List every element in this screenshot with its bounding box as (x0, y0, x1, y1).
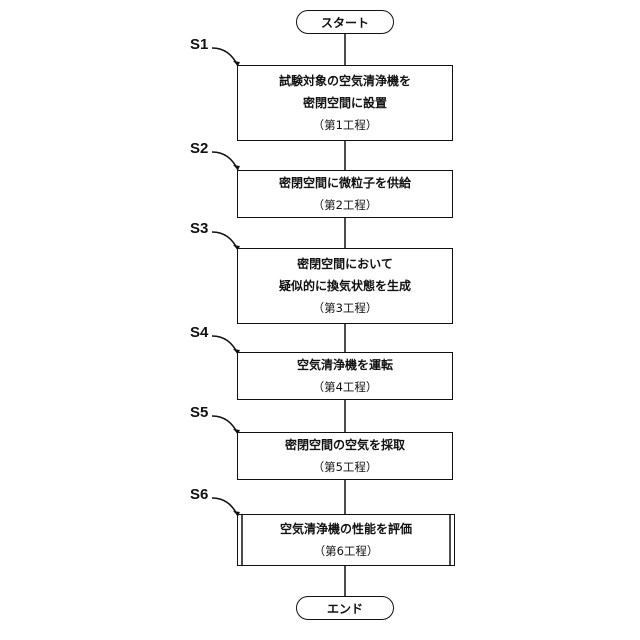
step-s2-line-1: 密閉空間に微粒子を供給 (279, 172, 411, 194)
step-box-s4: 空気清浄機を運転 （第4工程） (237, 352, 453, 400)
step-s2-process-number: （第2工程） (313, 194, 378, 216)
step-s4-process-number: （第4工程） (313, 376, 378, 398)
step-s6-process-number: （第6工程） (314, 540, 379, 562)
step-label-s6: S6 (190, 486, 208, 503)
step-box-s5: 密閉空間の空気を採取 （第5工程） (237, 432, 453, 480)
step-s1-line-2: 密閉空間に設置 (303, 92, 387, 114)
step-s3-line-2: 疑似的に換気状態を生成 (279, 275, 411, 297)
step-s1-process-number: （第1工程） (313, 114, 378, 136)
step-box-s6: 空気清浄機の性能を評価 （第6工程） (237, 514, 455, 566)
step-s3-line-1: 密閉空間において (297, 253, 393, 275)
step-box-s1: 試験対象の空気清浄機を 密閉空間に設置 （第1工程） (237, 65, 453, 141)
step-s1-line-1: 試験対象の空気清浄機を (279, 70, 411, 92)
end-label: エンド (327, 600, 363, 617)
step-s4-line-1: 空気清浄機を運転 (297, 354, 393, 376)
step-box-s3: 密閉空間において 疑似的に換気状態を生成 （第3工程） (237, 248, 453, 324)
start-label: スタート (321, 14, 369, 31)
start-terminal: スタート (296, 10, 394, 34)
step-label-s1: S1 (190, 36, 208, 53)
step-label-s3: S3 (190, 220, 208, 237)
step-s5-line-1: 密閉空間の空気を採取 (285, 434, 405, 456)
step-s3-process-number: （第3工程） (313, 297, 378, 319)
step-label-s4: S4 (190, 324, 208, 341)
step-s5-process-number: （第5工程） (313, 456, 378, 478)
step-label-s2: S2 (190, 140, 208, 157)
step-box-s2: 密閉空間に微粒子を供給 （第2工程） (237, 170, 453, 218)
step-label-s5: S5 (190, 404, 208, 421)
step-s6-line-1: 空気清浄機の性能を評価 (280, 518, 412, 540)
end-terminal: エンド (296, 596, 394, 620)
